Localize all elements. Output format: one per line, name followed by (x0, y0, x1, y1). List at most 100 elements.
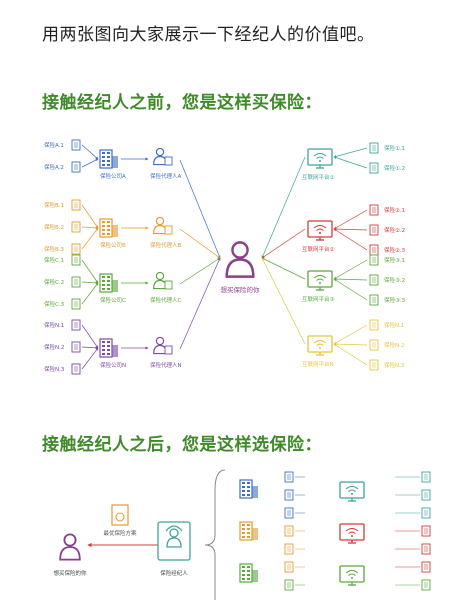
product-to-company-arrow (81, 227, 99, 250)
wifi-arc (345, 528, 359, 532)
monitor-icon (307, 270, 333, 291)
document-icon (369, 244, 379, 256)
person-body (166, 537, 182, 548)
plan-badge (115, 512, 125, 522)
product-to-platform-arrow (333, 209, 368, 230)
center-person-label: 想买保险的你 (221, 285, 261, 294)
building-window (102, 345, 105, 347)
product-to-company-arrow (81, 282, 99, 305)
agent-doc-icon (164, 280, 173, 290)
building-window (107, 353, 110, 355)
building-window (247, 536, 250, 538)
building-window (102, 221, 105, 223)
agent-to-center-arrow (179, 257, 221, 350)
document-icon (421, 489, 431, 501)
document-icon (71, 139, 81, 151)
agent-doc-icon (164, 156, 173, 166)
building-window (102, 164, 105, 166)
building-annex (112, 156, 118, 168)
agent-doc-icon (164, 280, 173, 290)
building-window (107, 280, 110, 282)
document-icon (284, 471, 294, 483)
agent-label: 保险代理人C (150, 296, 182, 304)
document-icon (369, 224, 379, 236)
wifi-dot (351, 493, 353, 495)
building-window (107, 233, 110, 235)
building-window (242, 482, 245, 484)
building-window (247, 490, 250, 492)
wifi-dot (319, 282, 321, 284)
plan-icon (111, 504, 129, 526)
person-head (231, 241, 249, 259)
monitor-icon (307, 335, 333, 356)
product-to-company-arrow (81, 144, 99, 160)
building-window (242, 570, 245, 572)
document-icon (284, 489, 294, 501)
person-icon (225, 241, 255, 278)
building-icon (99, 149, 113, 169)
building-icon (239, 521, 258, 541)
wifi-arc (313, 275, 327, 279)
building-window (107, 345, 110, 347)
document-icon (284, 561, 294, 573)
building-icon (99, 338, 113, 358)
document-icon (369, 274, 379, 286)
person-head (155, 216, 165, 226)
company-label: 保险公司N (100, 361, 126, 369)
document-icon (369, 359, 379, 371)
document-icon (369, 339, 379, 351)
building-window (242, 566, 245, 568)
building-window (242, 524, 245, 526)
document-icon (71, 298, 81, 310)
building-icon (239, 563, 258, 583)
building-window (242, 532, 245, 534)
wifi-arc (316, 156, 324, 159)
building-window (102, 160, 105, 162)
building-annex (252, 570, 258, 582)
building-window (247, 528, 250, 530)
product-to-company-arrow (81, 324, 99, 349)
building-window (242, 574, 245, 576)
heading-after: 接触经纪人之后，您是这样选保险： (42, 435, 322, 455)
plan-label: 最优保险方案 (103, 529, 137, 537)
document-icon (421, 525, 431, 537)
building-window (242, 494, 245, 496)
document-icon (421, 561, 431, 573)
product-label: 保险N.1 (44, 321, 64, 329)
document-icon (71, 243, 81, 255)
building-window (247, 494, 250, 496)
building-window (242, 536, 245, 538)
wifi-dot (351, 577, 353, 579)
wifi-arc (348, 573, 356, 576)
product-to-company-arrow (81, 347, 99, 370)
person-head (155, 271, 165, 281)
agent-doc-icon (164, 345, 173, 355)
building-window (107, 276, 110, 278)
wifi-dot (351, 535, 353, 537)
building-window (107, 288, 110, 290)
document-icon (421, 579, 431, 591)
headset-arc (165, 525, 183, 532)
agent-doc-icon (164, 225, 173, 235)
wifi-arc (313, 340, 327, 344)
monitor-icon (307, 220, 333, 241)
wifi-arc (316, 343, 324, 346)
wifi-arc (313, 153, 327, 157)
building-annex (112, 280, 118, 292)
document-icon (369, 162, 379, 174)
wifi-dot (319, 160, 321, 162)
building-annex (112, 225, 118, 237)
product-label: 保险②.1 (384, 206, 405, 214)
document-icon (421, 471, 431, 483)
product-to-platform-arrow (333, 324, 368, 345)
building-window (107, 349, 110, 351)
agent-to-center-arrow (179, 228, 221, 259)
agent-doc-icon (164, 345, 173, 355)
building-annex (252, 528, 258, 540)
person-body (59, 546, 81, 561)
agent-doc-icon (164, 225, 173, 235)
broker-label: 保险经纪人 (160, 569, 188, 577)
product-to-platform-arrow (333, 228, 368, 251)
product-to-company-arrow (81, 226, 99, 230)
person-icon (166, 528, 182, 548)
